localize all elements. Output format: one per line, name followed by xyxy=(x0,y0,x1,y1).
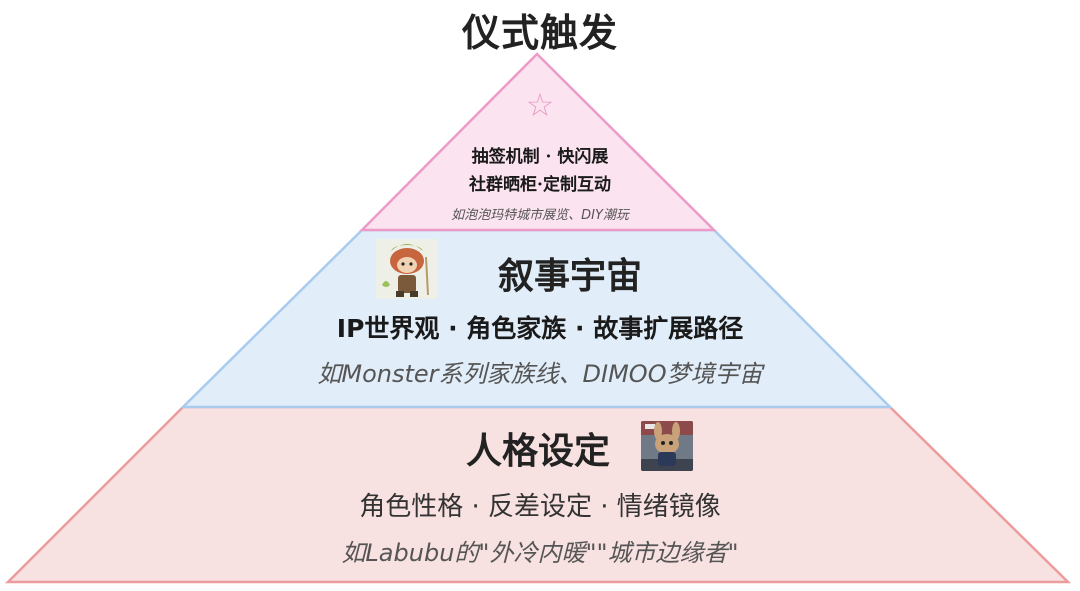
star-icon: ☆ xyxy=(525,86,555,124)
tier-middle-heading: 叙事宇宙 xyxy=(497,256,642,297)
tier-top-triangle xyxy=(358,52,718,232)
tier-top-line-2: 社群晒柜·定制互动 xyxy=(469,175,611,195)
labubu-figure-image xyxy=(641,421,693,471)
labubu-figure-icon xyxy=(641,421,693,471)
tier-bottom-heading: 人格设定 xyxy=(465,431,610,472)
tier-bottom-line: 角色性格 · 反差设定 · 情绪镜像 xyxy=(359,492,721,522)
character-figure-image xyxy=(376,239,438,299)
diagram-title: 仪式触发 xyxy=(461,11,618,55)
tier-middle-line: IP世界观 · 角色家族 · 故事扩展路径 xyxy=(336,314,744,343)
tier-middle-example: 如Monster系列家族线、DIMOO梦境宇宙 xyxy=(317,360,763,388)
tier-top-line-1: 抽签机制 · 快闪展 xyxy=(471,147,609,167)
tier-bottom-example: 如Labubu的"外冷内暖""城市边缘者" xyxy=(341,539,739,567)
tier-top-example: 如泡泡玛特城市展览、DIY潮玩 xyxy=(451,208,629,223)
character-figure-icon xyxy=(376,239,438,299)
